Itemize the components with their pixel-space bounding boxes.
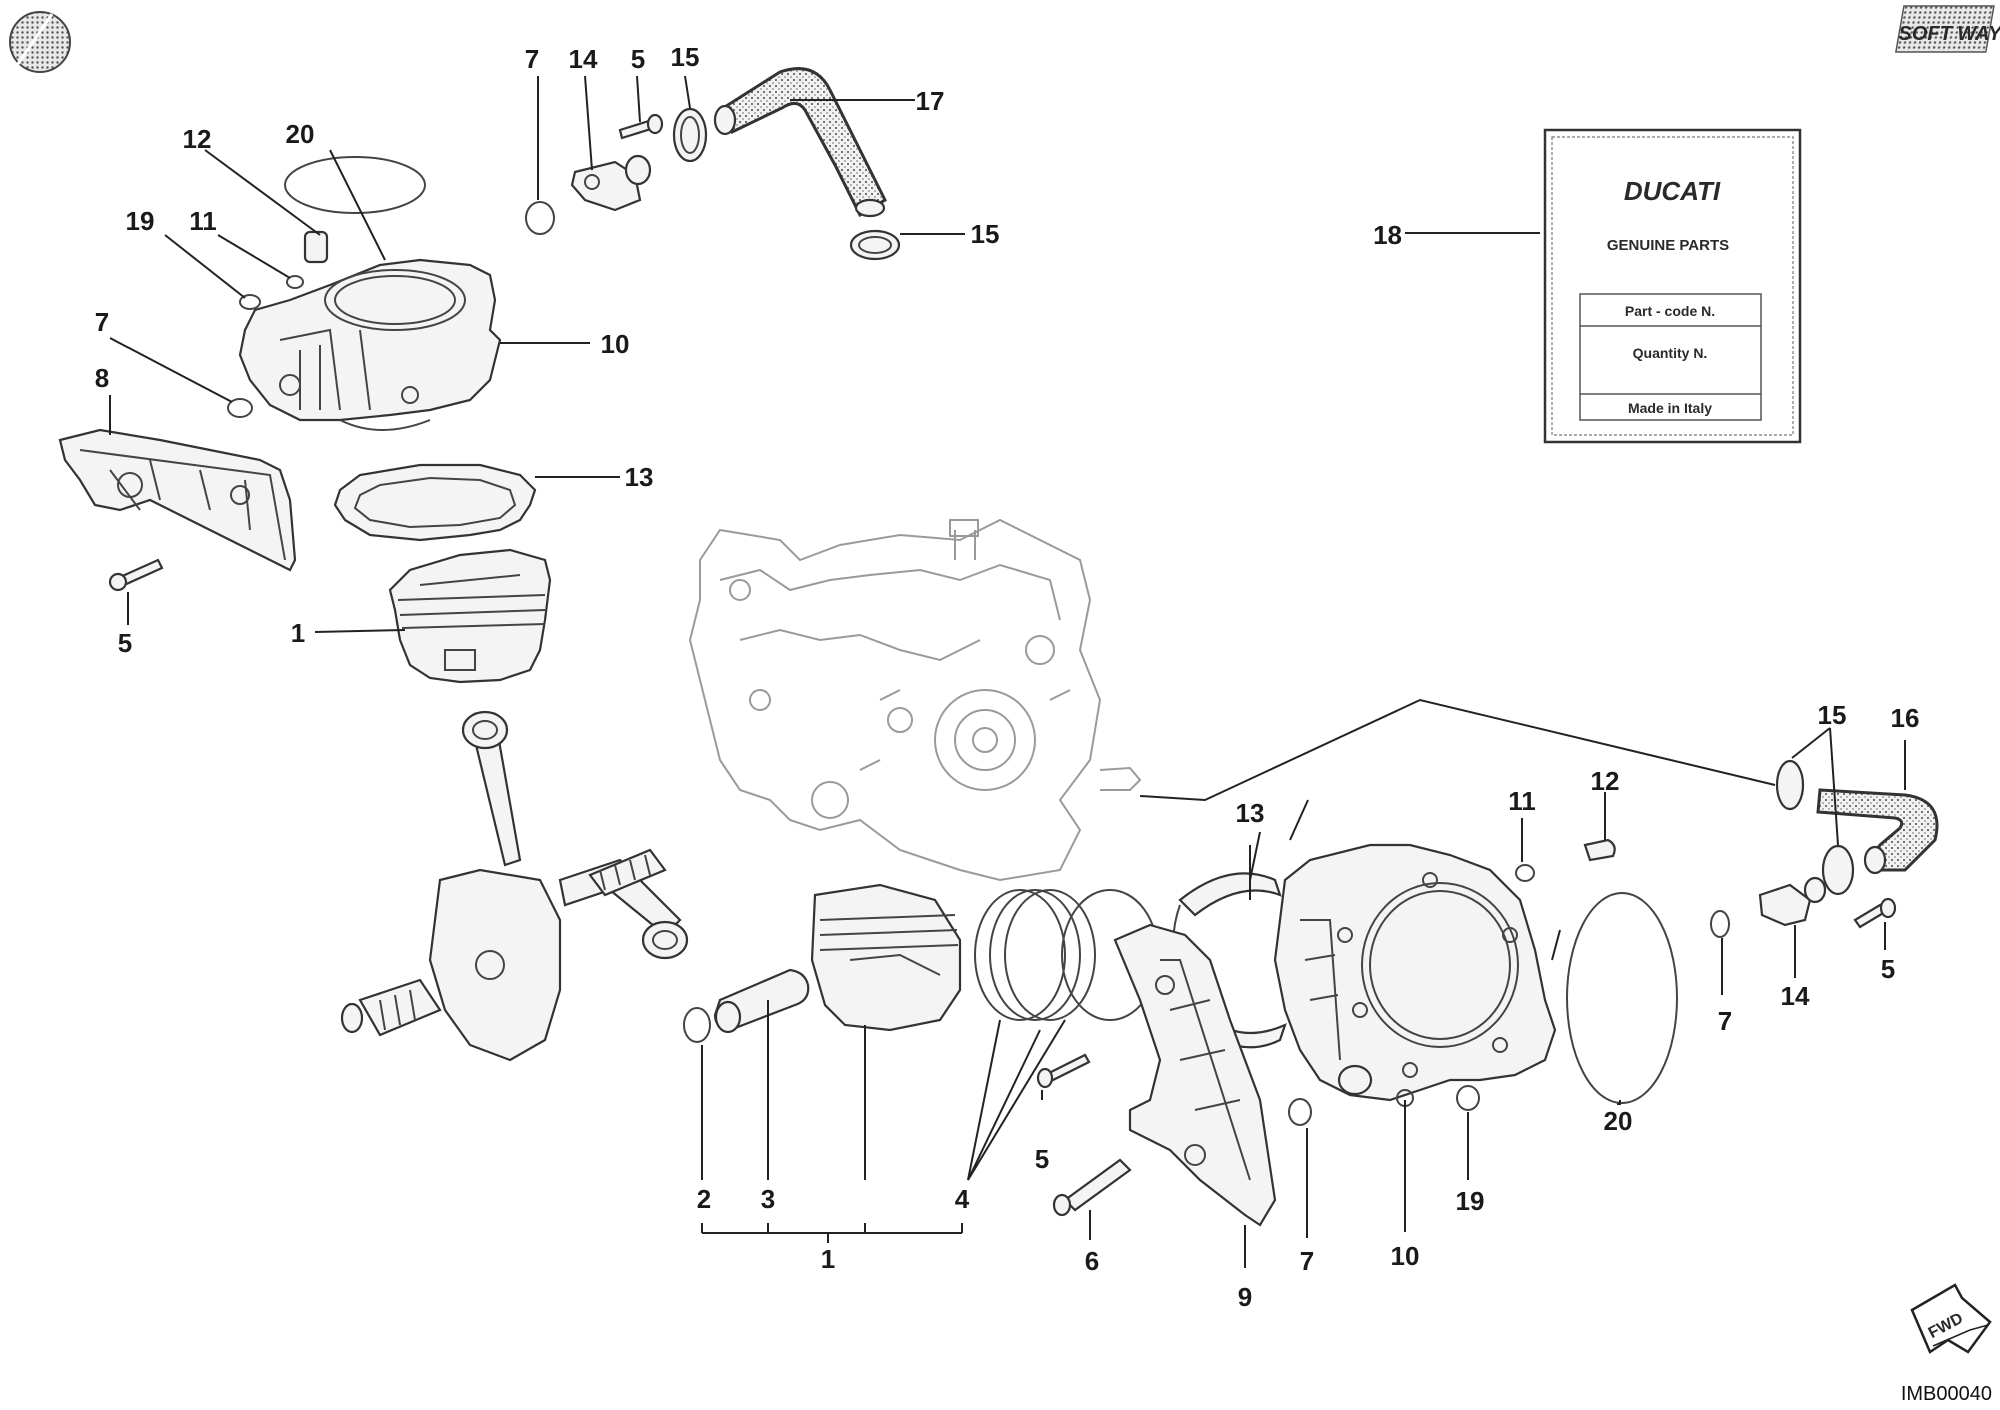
genuine-parts-label-18: DUCATI GENUINE PARTS Part - code N. Quan… [1543,128,1802,444]
flange-14-right [1758,883,1812,927]
forward-arrow-icon: FWD [1910,1283,1992,1354]
callout-6: 6 [1085,1246,1099,1276]
made-in-italy-field: Made in Italy [1628,400,1712,416]
callout-5: 5 [1035,1144,1049,1174]
callout-1: 1 [821,1244,835,1274]
callout-numbers: 7 14 5 15 17 15 12 20 19 11 10 7 8 13 5 … [95,42,1920,1312]
callout-9: 9 [1238,1282,1252,1312]
corner-badge-slash [16,13,54,65]
ring-19-right [1456,1085,1480,1111]
callout-20: 20 [1604,1106,1633,1136]
callout-12: 12 [1591,766,1620,796]
oring-7-lower [1288,1098,1312,1126]
ring-11-right [1515,864,1535,882]
oring-7-right [1710,910,1730,938]
callout-13: 13 [625,462,654,492]
ducati-logo-text: DUCATI [1624,176,1721,206]
quantity-field: Quantity N. [1633,345,1708,361]
callout-4: 4 [955,1184,970,1214]
rear-cylinder-assembly [58,107,901,684]
callout-17: 17 [916,86,945,116]
callout-15: 15 [671,42,700,72]
callout-7: 7 [1300,1246,1314,1276]
corner-badge-icon [9,11,71,73]
callout-3: 3 [761,1184,775,1214]
clamp-15-upper-right [1775,759,1805,811]
oring-20-right [1566,892,1678,1104]
crankshaft-assembly [340,710,689,1062]
drawing-code: IMB00040 [1901,1383,1992,1405]
callout-11: 11 [1508,786,1536,816]
callout-5: 5 [118,628,132,658]
clamp-15-lower-right [1821,844,1855,896]
callout-1: 1 [291,618,305,648]
dowel-12-right [1583,838,1616,862]
callout-5: 5 [631,44,645,74]
callout-8: 8 [95,363,109,393]
front-piston-group [683,883,1159,1043]
side-cover-9 [1113,923,1277,1227]
coolant-hose-17 [718,67,887,218]
callout-15: 15 [971,219,1000,249]
callout-12: 12 [183,124,212,154]
softway-logo-text: SOFT WAY [1899,23,2000,45]
callout-19: 19 [126,206,155,236]
front-cylinder-10 [1273,843,1557,1107]
callout-18: 18 [1373,220,1402,250]
callout-14: 14 [1781,981,1810,1011]
callout-15: 15 [1818,700,1847,730]
softway-logo: SOFT WAY [1894,5,2000,53]
callout-19: 19 [1456,1186,1485,1216]
callout-10: 10 [601,329,630,359]
leader-lines [109,75,1906,1268]
part-code-field: Part - code N. [1625,303,1715,319]
callout-11: 11 [189,206,217,236]
genuine-parts-text: GENUINE PARTS [1607,237,1729,254]
callout-14: 14 [569,44,598,74]
callout-5: 5 [1881,954,1895,984]
callout-16: 16 [1891,703,1920,733]
callout-7: 7 [525,44,539,74]
callout-2: 2 [697,1184,711,1214]
callout-7: 7 [95,307,109,337]
callout-13: 13 [1236,798,1265,828]
callout-10: 10 [1391,1241,1420,1271]
callout-7: 7 [1718,1006,1732,1036]
callout-20: 20 [286,119,315,149]
crankcase-outline [688,518,1142,882]
